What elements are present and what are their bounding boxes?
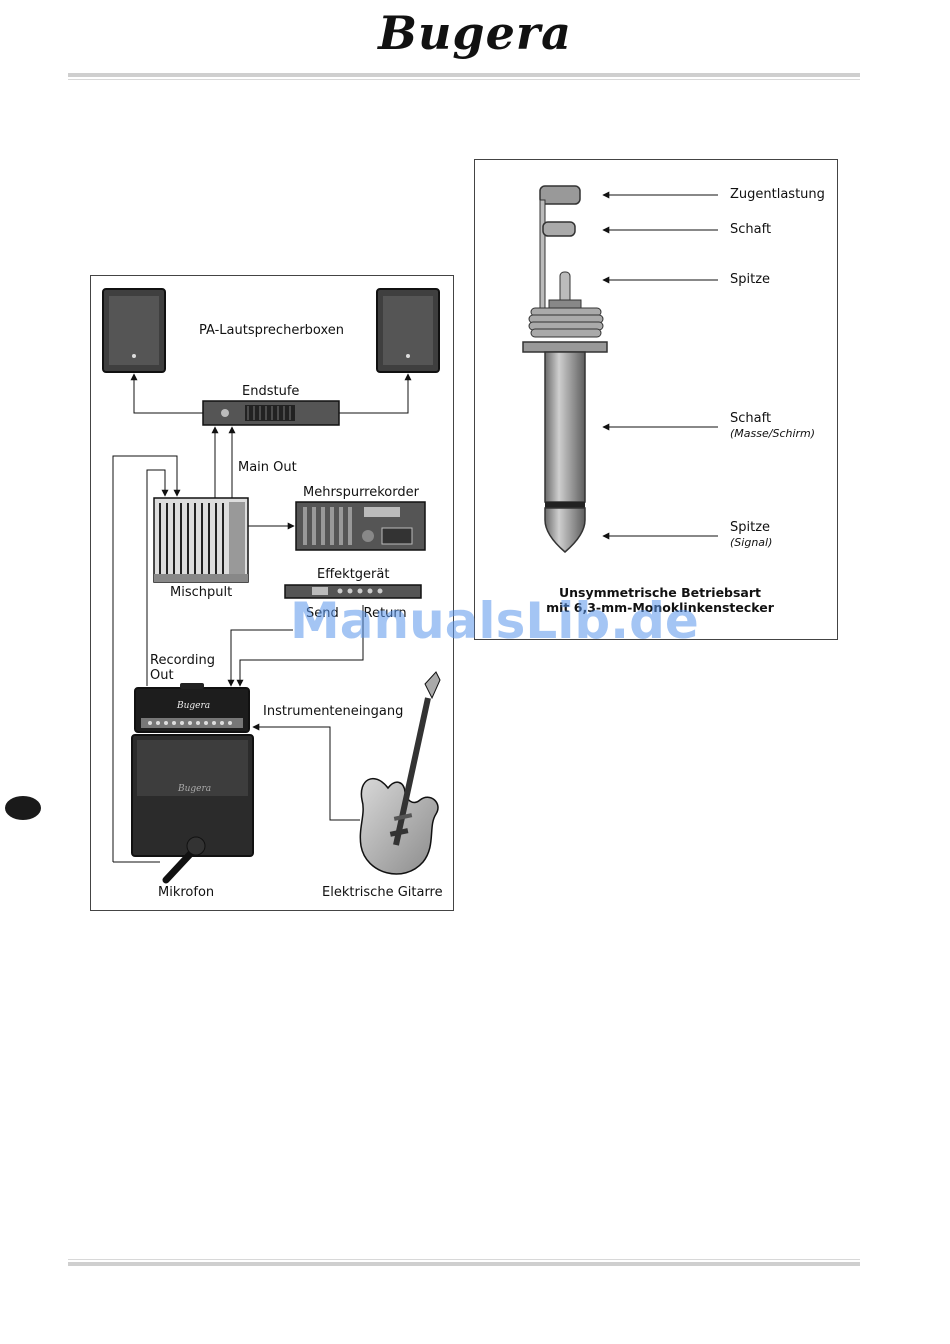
power-amp bbox=[202, 400, 340, 426]
plug-diagram-frame bbox=[474, 159, 838, 640]
microphone-label: Mikrofon bbox=[158, 885, 215, 900]
guitar-label: Elektrische Gitarre bbox=[322, 885, 443, 900]
effects-unit bbox=[284, 584, 422, 599]
send-return-label: Send Return bbox=[306, 606, 407, 621]
jack-plug bbox=[522, 185, 608, 553]
mixer bbox=[153, 497, 249, 583]
callout-signal-tip-sub: (Signal) bbox=[730, 536, 773, 549]
callout-strain-relief: Zugentlastung bbox=[730, 187, 825, 202]
microphone bbox=[162, 836, 206, 884]
amp-head-logo: Bugera bbox=[177, 701, 211, 711]
pa-speaker-right bbox=[376, 288, 440, 373]
callout-sleeve: Schaft bbox=[730, 411, 772, 426]
footer-rule bbox=[68, 1262, 860, 1266]
amp-head bbox=[134, 683, 250, 733]
main-out-label: Main Out bbox=[238, 460, 297, 475]
effects-label: Effektgerät bbox=[317, 567, 390, 582]
plug-caption-line1: Unsymmetrische Betriebsart bbox=[558, 585, 762, 600]
header-rule bbox=[68, 73, 860, 77]
pa-speaker-left bbox=[102, 288, 166, 373]
header-rule-thin bbox=[68, 79, 860, 80]
signal-lines bbox=[112, 373, 412, 863]
pa-speakers-label: PA-Lautsprecherboxen bbox=[199, 323, 344, 338]
callout-signal-tip: Spitze bbox=[730, 520, 771, 535]
instrument-input-label: Instrumenteneingang bbox=[263, 704, 404, 719]
cabinet-logo: Bugera bbox=[178, 784, 212, 794]
brand-logo: Bugera bbox=[378, 6, 572, 60]
plug-callout-lines bbox=[602, 191, 718, 540]
callout-sleeve-sub: (Masse/Schirm) bbox=[730, 427, 816, 440]
callout-shaft: Schaft bbox=[730, 222, 772, 237]
plug-caption-line2: mit 6,3-mm-Monoklinkenstecker bbox=[546, 600, 774, 615]
footer-rule-thin bbox=[68, 1259, 860, 1260]
power-amp-label: Endstufe bbox=[242, 384, 300, 399]
recorder-label: Mehrspurrekorder bbox=[303, 485, 419, 500]
page-tab-marker bbox=[5, 796, 41, 820]
watermark: ManualsLib.de bbox=[290, 592, 699, 650]
electric-guitar bbox=[359, 671, 441, 875]
recording-out-label: Recording Out bbox=[150, 653, 216, 683]
callout-tip: Spitze bbox=[730, 272, 771, 287]
mixer-label: Mischpult bbox=[170, 585, 233, 600]
multitrack-recorder bbox=[295, 501, 426, 551]
